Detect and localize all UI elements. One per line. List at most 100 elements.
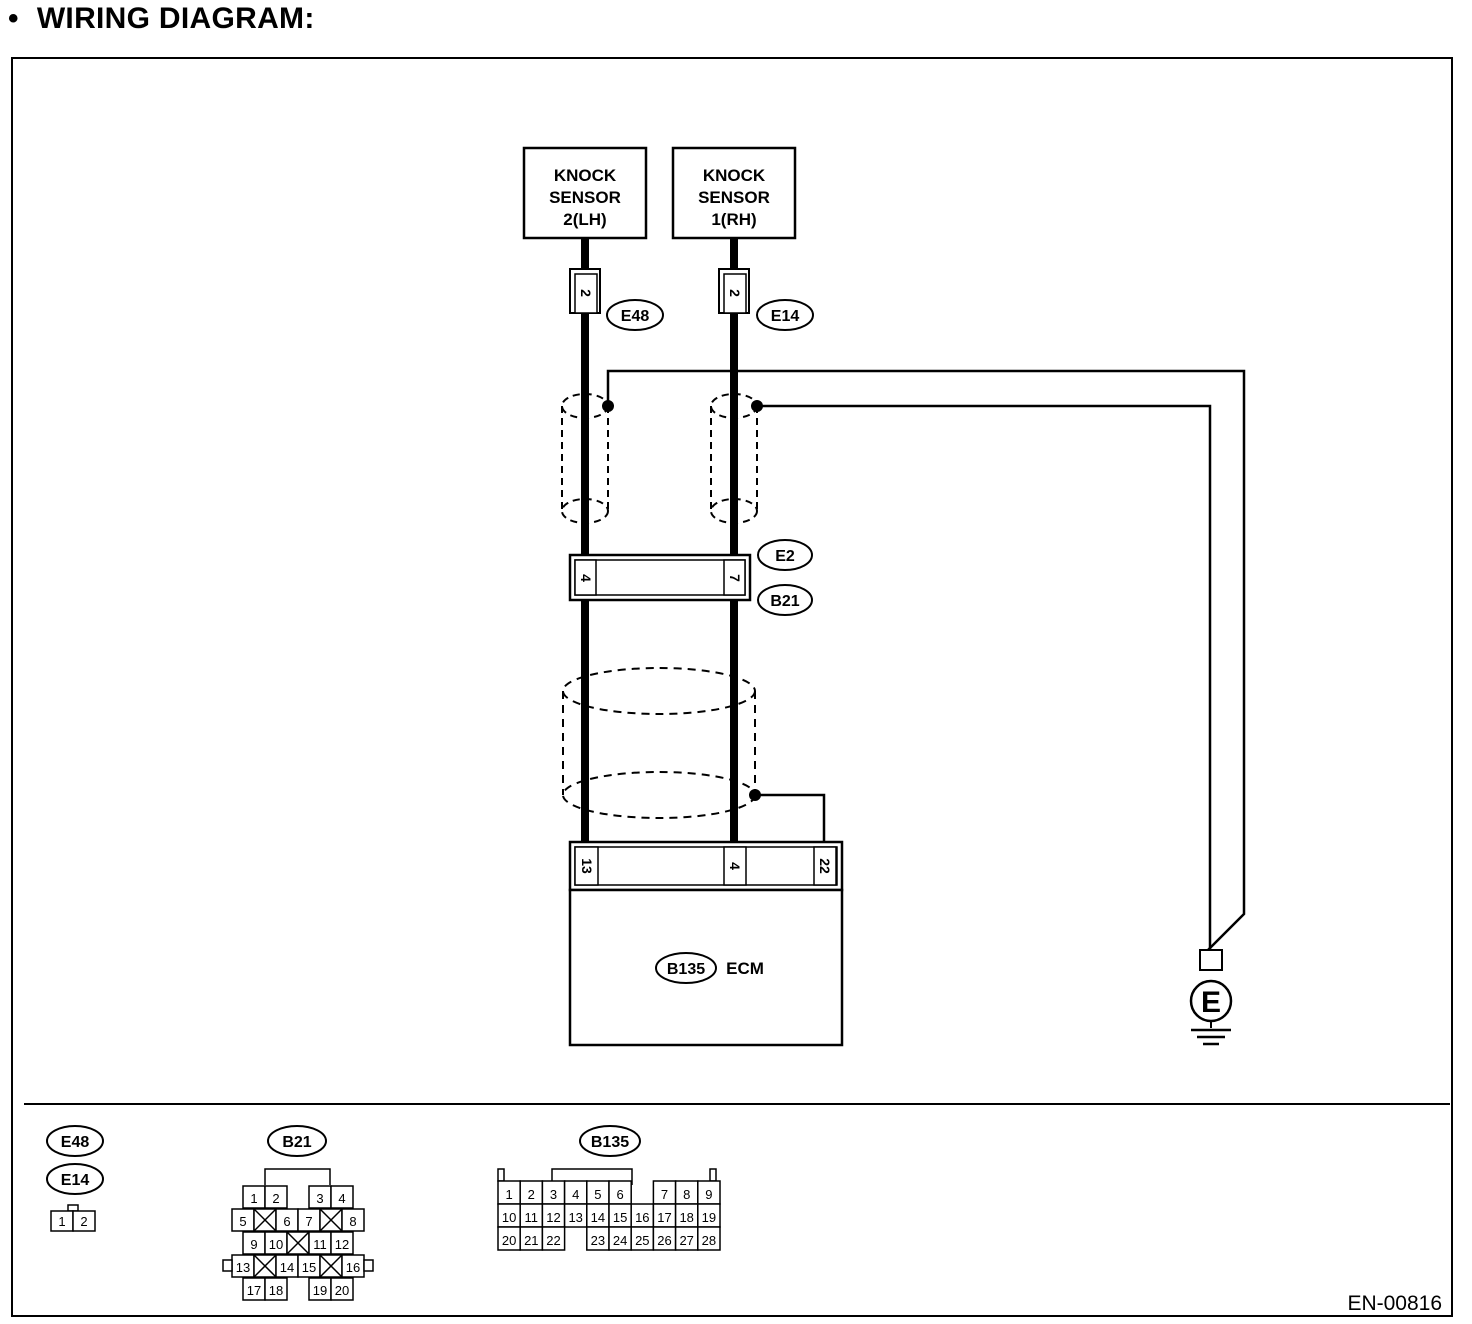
drain-wire-ecm (755, 793, 826, 842)
ground-symbol: E (1189, 949, 1233, 1046)
b135-pin-cell: 7 (661, 1187, 668, 1202)
b21-pin-cell: 9 (250, 1237, 257, 1252)
svg-text:B21: B21 (770, 593, 799, 610)
svg-text:E14: E14 (771, 308, 800, 325)
b21-pin-cell: 14 (280, 1260, 294, 1275)
bubble-b21: B21 (757, 584, 813, 616)
b135-pin-cell: 9 (705, 1187, 712, 1202)
bubble-b135 (655, 952, 717, 984)
b135-pin-cell: 14 (591, 1210, 605, 1225)
b21-pin-cell: 15 (302, 1260, 316, 1275)
b135-pin-cell: 19 (702, 1210, 716, 1225)
b135-pin-cell: 5 (594, 1187, 601, 1202)
b21-pin-cell: 7 (305, 1214, 312, 1229)
knock-sensor-lh-line1: KNOCK (554, 166, 617, 185)
b135-pin-cell: 18 (679, 1210, 693, 1225)
b135-pin-cell: 2 (528, 1187, 535, 1202)
knock-sensor-lh-line3: 2(LH) (563, 210, 606, 229)
splice-dot-lh (602, 400, 614, 412)
bubble-e14: E14 (756, 299, 814, 331)
b135-pin-cell: 26 (657, 1233, 671, 1248)
b21-pin-cell: 13 (236, 1260, 250, 1275)
b135-pin-cell: 24 (613, 1233, 627, 1248)
legend-b135-label: B135 (591, 1134, 629, 1151)
legend-e14-label: E14 (61, 1172, 90, 1189)
ecm-pin-rh: 4 (727, 862, 743, 870)
b135-pin-cell: 11 (525, 1210, 539, 1225)
diagram-frame (11, 57, 1453, 1317)
b21-pin-cell: 1 (250, 1191, 257, 1206)
b135-pin-cell: 27 (679, 1233, 693, 1248)
b21-pin-cell: 5 (239, 1214, 246, 1229)
shield-lower (562, 667, 756, 819)
drain-wire-lh (606, 369, 1246, 951)
b135-pin-cell: 6 (616, 1187, 623, 1202)
knock-sensor-rh-line3: 1(RH) (711, 210, 756, 229)
knock-sensor-rh-line1: KNOCK (703, 166, 766, 185)
splice-dot-lower (749, 789, 761, 801)
b21-pin-lh: 4 (578, 574, 594, 582)
bubble-b135-label: B135 (667, 961, 705, 978)
b21-pin-cell: 20 (335, 1283, 349, 1298)
e48-pin-label: 2 (578, 289, 594, 297)
b135-pin-cell: 10 (502, 1210, 516, 1225)
bubble-e2: E2 (757, 539, 813, 571)
b135-pin-cell: 1 (505, 1187, 512, 1202)
b135-pin-cell: 20 (502, 1233, 516, 1248)
b135-pin-cell: 23 (591, 1233, 605, 1248)
b21-pin-cell: 8 (349, 1214, 356, 1229)
b135-pin-cell: 4 (572, 1187, 579, 1202)
legend-e48-pin-2: 2 (80, 1214, 87, 1229)
b135-pin-cell: 17 (657, 1210, 671, 1225)
knock-sensor-rh: KNOCK SENSOR 1(RH) (671, 146, 797, 240)
connector-e14: 2 (718, 268, 750, 314)
b135-pin-cell: 8 (683, 1187, 690, 1202)
b21-pin-cell: 6 (283, 1214, 290, 1229)
ecm-pin-lh: 13 (579, 858, 595, 874)
b21-pin-cell: 19 (313, 1283, 327, 1298)
ground-label: E (1201, 986, 1221, 1019)
doc-code: EN-00816 (1347, 1292, 1442, 1315)
svg-text:E2: E2 (775, 548, 795, 565)
connector-e2-b21: 4 7 (568, 553, 752, 602)
b135-pin-cell: 21 (524, 1233, 538, 1248)
knock-sensor-lh: KNOCK SENSOR 2(LH) (522, 146, 648, 240)
svg-text:E48: E48 (621, 308, 650, 325)
b135-pin-cell: 12 (546, 1210, 560, 1225)
b21-pin-cell: 4 (338, 1191, 345, 1206)
e14-pin-label: 2 (727, 289, 743, 297)
b21-pin-cell: 11 (313, 1237, 327, 1252)
b21-pin-rh: 7 (727, 574, 743, 582)
title-text: WIRING DIAGRAM: (36, 2, 315, 35)
b21-pin-cell: 16 (346, 1260, 360, 1275)
b135-pin-cell: 3 (550, 1187, 557, 1202)
legend-b21-label: B21 (282, 1134, 311, 1151)
b135-pin-cell: 25 (635, 1233, 649, 1248)
b135-pin-cell: 15 (613, 1210, 627, 1225)
b135-pin-cell: 22 (546, 1233, 560, 1248)
b21-pin-cell: 3 (316, 1191, 323, 1206)
legend-e48-pin-1: 1 (58, 1214, 65, 1229)
ecm-pin-shield: 22 (817, 858, 833, 874)
b21-pin-cell: 18 (269, 1283, 283, 1298)
knock-sensor-rh-line2: SENSOR (698, 188, 770, 207)
legend-e48-e14: E48 E14 1 2 (46, 1125, 104, 1232)
connector-e48: 2 (569, 268, 601, 314)
page-title: • WIRING DIAGRAM: (8, 2, 315, 36)
b135-pin-cell: 16 (635, 1210, 649, 1225)
b135-pin-cell: 28 (702, 1233, 716, 1248)
legend-e48-label: E48 (61, 1134, 90, 1151)
b21-pin-cell: 12 (335, 1237, 349, 1252)
b21-pin-cell: 17 (247, 1283, 261, 1298)
title-bullet: • (8, 2, 19, 35)
splice-dot-rh (751, 400, 763, 412)
drain-wire-rh (757, 404, 1212, 950)
b21-pin-cell: 10 (269, 1237, 283, 1252)
b135-pin-cell: 13 (568, 1210, 582, 1225)
ecm-label: ECM (726, 959, 764, 978)
b21-pin-cell: 2 (272, 1191, 279, 1206)
